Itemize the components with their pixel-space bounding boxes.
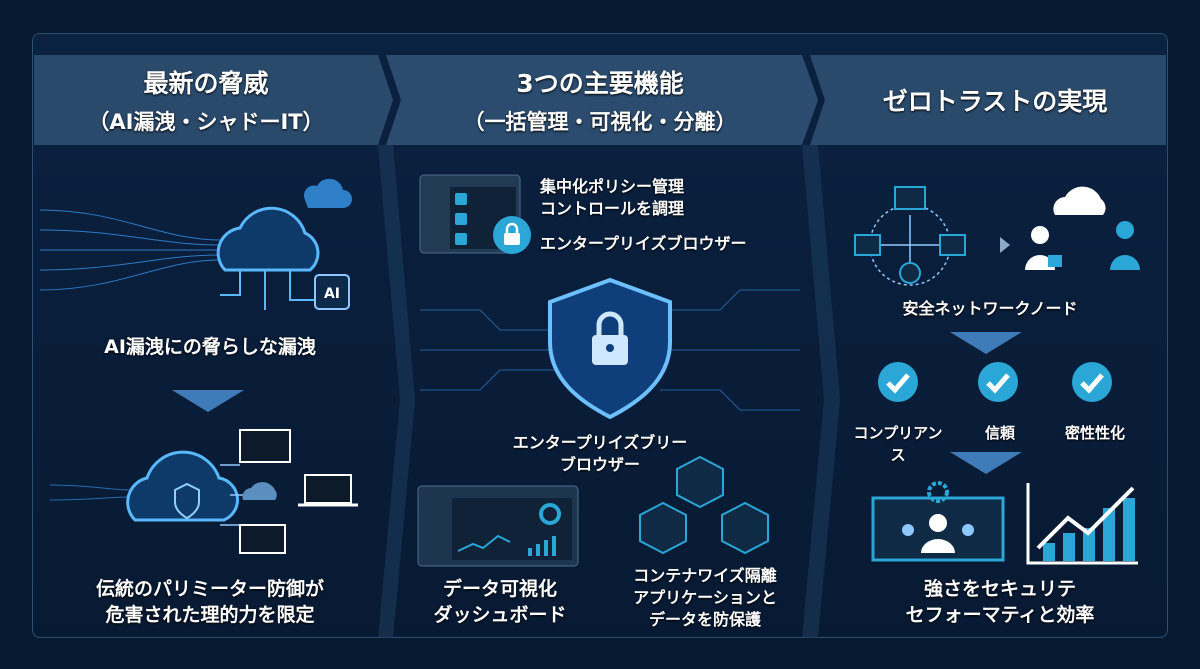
column-subtitle: （AI漏洩・シャドーIT） bbox=[88, 110, 324, 134]
ai-cloud-data-stream-icon: AI bbox=[39, 178, 352, 310]
growth-chart-icon bbox=[871, 481, 1138, 565]
dashboard-icon bbox=[417, 485, 579, 567]
network-nodes-icon bbox=[854, 186, 1140, 286]
caption-line: 伝統のパリミーター防御が bbox=[95, 578, 324, 600]
caption-line: データを防保護 bbox=[648, 610, 761, 629]
arrow-down-icon bbox=[172, 390, 244, 412]
threat-caption-perimeter: 伝統のパリミーター防御が 危害された理的力を限定 bbox=[40, 576, 380, 628]
caption-line: コントロールを調理 bbox=[540, 199, 685, 218]
column-title: ゼロトラストの実現 bbox=[882, 87, 1108, 116]
feature-caption-dashboard: データ可視化 ダッシュボード bbox=[420, 576, 580, 628]
threat-caption-ai-leak: AI漏洩にの脅らしな漏洩 bbox=[104, 336, 316, 358]
column-header-threats: 最新の脅威 （AI漏洩・シャドーIT） bbox=[34, 55, 378, 145]
caption-line: 強さをセキュリテ bbox=[923, 578, 1076, 600]
column-header-zero-trust: ゼロトラストの実現 bbox=[825, 55, 1165, 145]
caption-line: 危害された理的力を限定 bbox=[105, 604, 315, 626]
caption-line: セフォーマティと効率 bbox=[905, 604, 1095, 626]
zero-trust-caption-efficiency: 強さをセキュリテ セフォーマティと効率 bbox=[850, 576, 1150, 628]
column-divider-1 bbox=[378, 145, 415, 638]
column-subtitle: （一括管理・可視化・分離） bbox=[463, 110, 737, 134]
header-step-2 bbox=[386, 55, 818, 145]
caption-line: ダッシュボード bbox=[433, 604, 567, 626]
feature-caption-browser: エンタープリイズブロウザー bbox=[540, 234, 747, 253]
feature-caption-policy: 集中化ポリシー管理 コントロールを調理 bbox=[540, 176, 684, 220]
header-step-1 bbox=[34, 55, 393, 145]
arrow-down-icon bbox=[950, 452, 1022, 474]
header-step-3 bbox=[810, 55, 1166, 145]
zero-trust-caption-compliance: コンプリアンス bbox=[853, 424, 943, 464]
check-icon bbox=[878, 362, 918, 402]
check-icon bbox=[1072, 362, 1112, 402]
shield-lock-icon bbox=[420, 277, 800, 420]
column-divider-2 bbox=[802, 145, 840, 638]
feature-caption-container: コンテナワイズ隔離 アプリケーションと データを防保護 bbox=[600, 565, 810, 631]
caption-line: アプリケーションと bbox=[633, 588, 777, 607]
caption-line: データ可視化 bbox=[442, 578, 557, 600]
ai-chip-label: AI bbox=[324, 286, 340, 302]
arrow-down-icon bbox=[950, 332, 1022, 354]
feature-caption-enterprise-browser: エンタープリイズブリー ブロウザー bbox=[440, 432, 760, 476]
caption-line: 集中化ポリシー管理 bbox=[540, 177, 685, 196]
zero-trust-caption-privacy: 密性性化 bbox=[1064, 424, 1125, 442]
column-header-features: 3つの主要機能 （一括管理・可視化・分離） bbox=[400, 55, 800, 145]
container-cycle-icon bbox=[639, 455, 769, 555]
column-title: 最新の脅威 bbox=[143, 69, 269, 98]
zero-trust-caption-trust: 信頼 bbox=[984, 424, 1015, 442]
lock-icon bbox=[493, 216, 531, 254]
caption-line: エンタープリイズブリー bbox=[512, 433, 688, 452]
caption-line: コンテナワイズ隔離 bbox=[633, 566, 777, 585]
column-title: 3つの主要機能 bbox=[516, 69, 684, 98]
check-icon bbox=[978, 362, 1018, 402]
zero-trust-caption-network: 安全ネットワークノード bbox=[902, 299, 1078, 318]
caption-line: ブロウザー bbox=[559, 455, 640, 474]
cloud-devices-network-icon bbox=[49, 429, 358, 554]
